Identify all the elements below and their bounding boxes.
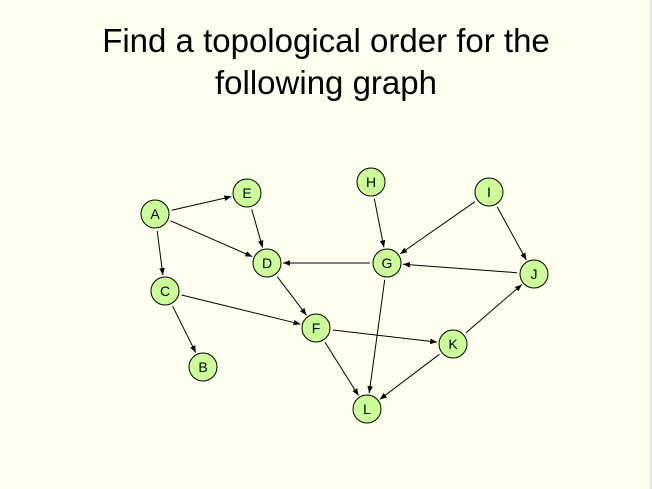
edge-g-to-l xyxy=(367,279,386,394)
node-i: I xyxy=(474,177,504,207)
edge-h-to-g xyxy=(373,198,386,248)
node-g: G xyxy=(372,248,402,278)
node-d-circle xyxy=(252,248,282,278)
node-g-label: G xyxy=(382,255,393,271)
edge-c-to-f xyxy=(181,294,301,326)
node-c-label: C xyxy=(160,283,170,299)
graph-nodes: A E H I D G J C F K B L xyxy=(140,167,549,424)
edge-a-to-d xyxy=(170,220,253,258)
node-e: E xyxy=(232,178,262,208)
node-k: K xyxy=(438,329,468,359)
edge-k-to-j xyxy=(465,284,523,334)
node-j: J xyxy=(519,259,549,289)
slide-title-line-1: Find a topological order for the xyxy=(102,22,550,59)
edge-c-to-b xyxy=(172,305,197,353)
node-a-label: A xyxy=(150,206,160,222)
node-b-circle xyxy=(188,352,218,382)
node-k-label: K xyxy=(448,336,458,352)
node-i-label: I xyxy=(487,184,491,200)
node-d-label: D xyxy=(262,255,272,271)
slide-edge-divider xyxy=(650,0,652,489)
node-c-circle xyxy=(150,276,180,306)
edge-f-to-k xyxy=(332,329,438,345)
node-e-circle xyxy=(232,178,262,208)
node-c: C xyxy=(150,276,180,306)
node-h: H xyxy=(356,167,386,197)
node-a: A xyxy=(140,199,170,229)
edge-f-to-l xyxy=(324,342,359,396)
node-i-circle xyxy=(474,177,504,207)
edge-i-to-j xyxy=(496,206,527,261)
node-h-label: H xyxy=(366,174,376,190)
edge-a-to-c xyxy=(156,230,165,276)
edge-j-to-g xyxy=(402,261,518,274)
edge-a-to-e xyxy=(171,195,232,211)
slide-title: Find a topological order for the followi… xyxy=(0,20,652,104)
slide-title-line-2: following graph xyxy=(215,64,437,101)
node-f: F xyxy=(301,313,331,343)
node-b: B xyxy=(188,352,218,382)
node-j-label: J xyxy=(531,266,538,282)
edge-e-to-d xyxy=(251,209,264,248)
graph-edges xyxy=(156,195,527,400)
node-e-label: E xyxy=(242,185,251,201)
node-h-circle xyxy=(356,167,386,197)
node-f-label: F xyxy=(312,320,321,336)
node-l-label: L xyxy=(363,401,371,417)
edge-k-to-l xyxy=(379,353,440,400)
node-l: L xyxy=(352,394,382,424)
node-k-circle xyxy=(438,329,468,359)
node-l-circle xyxy=(352,394,382,424)
node-b-label: B xyxy=(198,359,207,375)
node-a-circle xyxy=(140,199,170,229)
node-d: D xyxy=(252,248,282,278)
node-f-circle xyxy=(301,313,331,343)
node-g-circle xyxy=(372,248,402,278)
node-j-circle xyxy=(519,259,549,289)
edge-i-to-g xyxy=(399,201,476,255)
edge-d-to-f xyxy=(276,276,307,316)
